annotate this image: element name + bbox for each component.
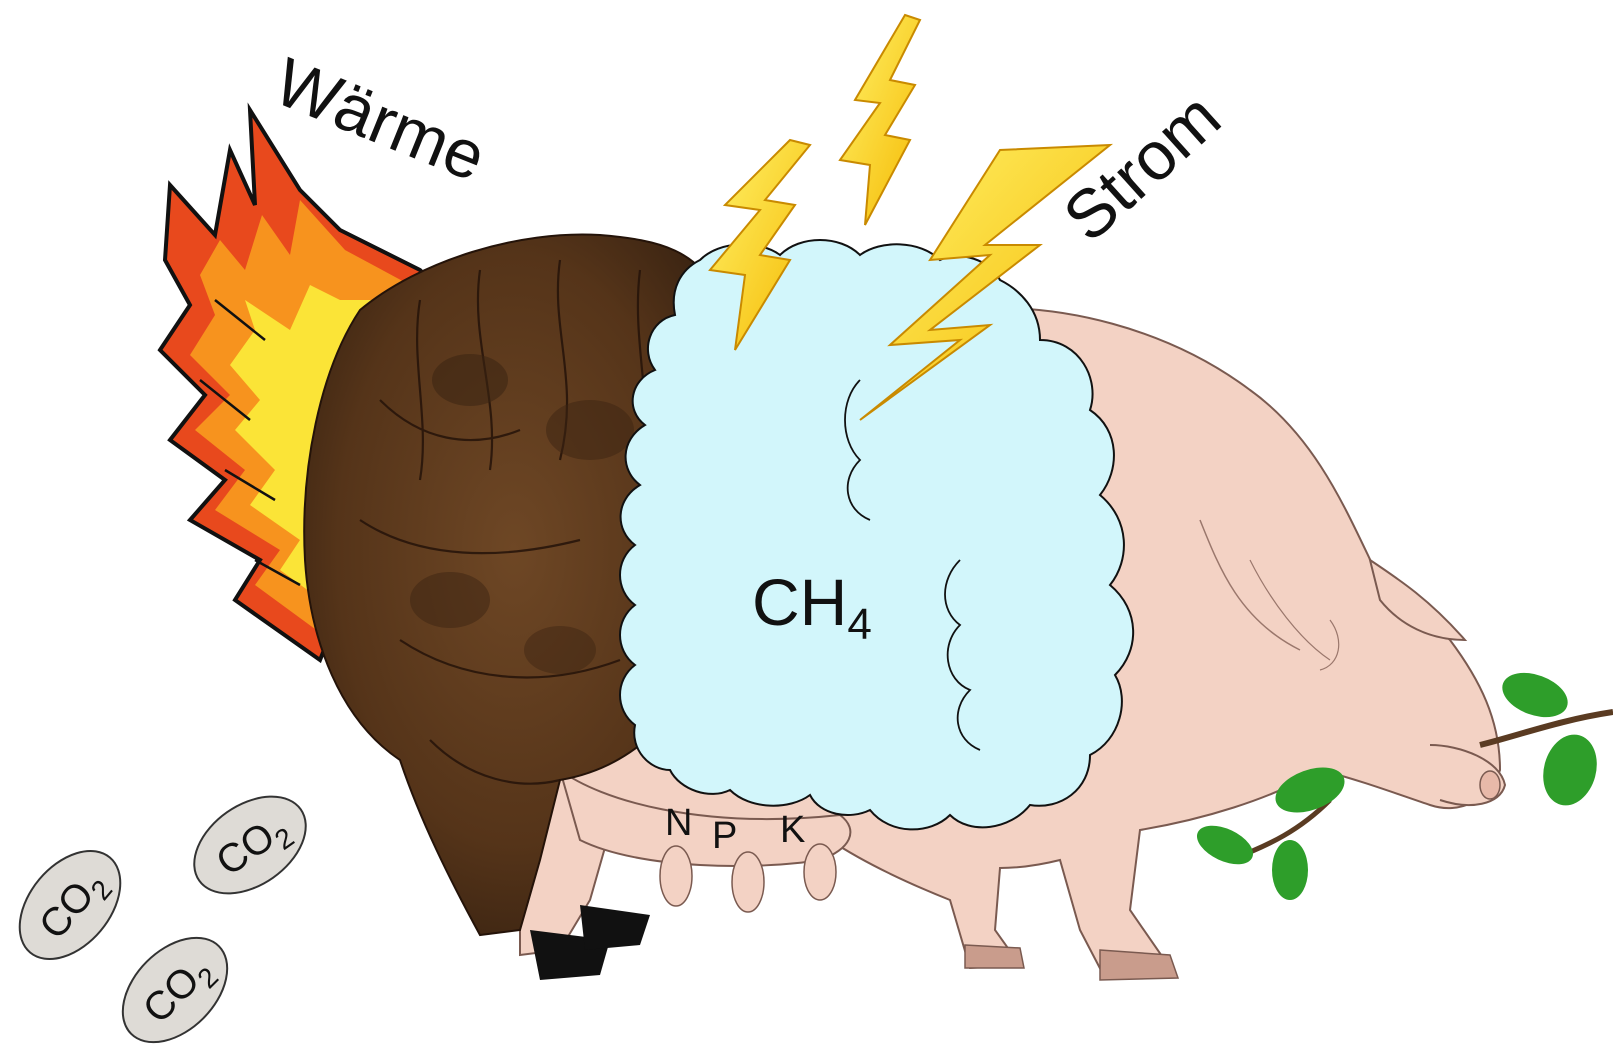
heat-label: Wärme	[264, 43, 496, 196]
co2-bubble-2: CO2	[0, 832, 140, 978]
methane-formula-subscript: 4	[847, 600, 871, 649]
nutrient-label-n: N	[665, 802, 692, 844]
co2-bubble-3: CO2	[103, 918, 247, 1050]
nutrient-label-p: P	[712, 815, 737, 857]
nutrient-label-k: K	[780, 809, 805, 851]
methane-formula-base: CH	[752, 565, 847, 639]
co2-bubble-1: CO2	[176, 777, 323, 914]
